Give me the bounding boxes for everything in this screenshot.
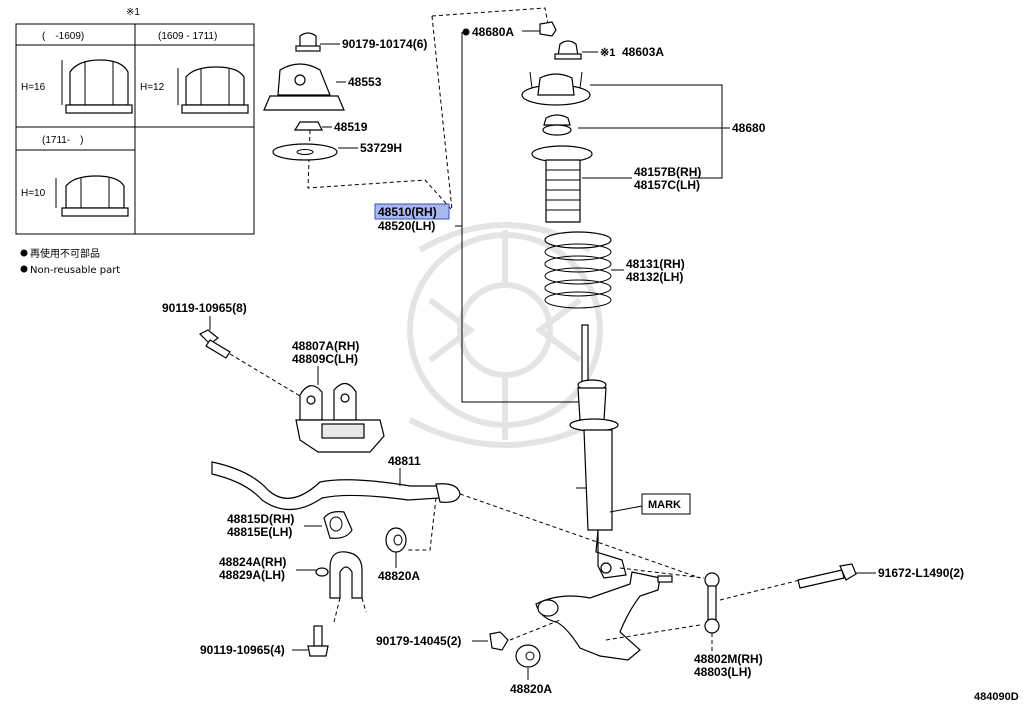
label-48811: 48811: [388, 454, 421, 468]
support-48680-icon: [521, 71, 591, 136]
label-48824a: 48824A(RH): [219, 555, 286, 569]
label-48815d: 48815D(RH): [227, 512, 294, 526]
label-48520: 48520(LH): [378, 219, 435, 233]
label-48510-highlight: [374, 203, 450, 220]
shock-absorber-icon: [569, 324, 627, 579]
label-48157c: 48157C(LH): [634, 178, 700, 192]
nut-height-table: ※1 ( -1609) (1609 - 1711) (1711- ) H=16 …: [15, 7, 255, 235]
nut-48680a-icon: [539, 21, 557, 37]
bracket-48824-icon: [315, 551, 363, 599]
label-90179-14045: 90179-14045(2): [376, 634, 461, 648]
lower-arm-group: 90179-14045(2) 48820A 48802M(RH) 48803(L…: [376, 563, 964, 696]
nut-icon-h16: [61, 59, 133, 114]
label-48132: 48132(LH): [626, 270, 683, 284]
table-h12: H=12: [140, 82, 165, 93]
legend-en: Non-reusable part: [30, 265, 120, 276]
label-48519: 48519: [334, 120, 368, 134]
legend: 再使用不可部品 Non-reusable part: [20, 247, 120, 276]
label-48820a-bottom: 48820A: [510, 682, 552, 696]
label-48553: 48553: [348, 75, 382, 89]
collar-48820a-bottom-icon: [515, 644, 541, 668]
stabilizer-bar-icon: [211, 461, 461, 511]
label-48815e: 48815E(LH): [227, 525, 292, 539]
coil-spring-icon: [544, 231, 612, 309]
label-48802m: 48802M(RH): [694, 652, 763, 666]
legend-jp: 再使用不可部品: [30, 247, 100, 260]
table-h16: H=16: [21, 82, 46, 93]
bolt-90119-10965-bottom-icon: [307, 625, 329, 657]
upper-mount-group: 90179-10174(6) 48553 48519 53729H: [263, 7, 549, 211]
label-48603a-mark: ※1: [600, 47, 615, 59]
label-90179-10174: 90179-10174(6): [342, 37, 427, 51]
bracket-48807-icon: [295, 382, 385, 453]
lower-arm-icon: [535, 571, 673, 661]
collar-48820a-top-icon: [385, 527, 407, 553]
boot-48157-icon: [531, 145, 593, 223]
label-48680: 48680: [732, 121, 766, 135]
label-53729h: 53729H: [360, 141, 402, 155]
clip-48519-icon: [293, 121, 323, 131]
label-48809c: 48809C(LH): [292, 352, 358, 366]
label-48131: 48131(RH): [626, 257, 685, 271]
label-48829a: 48829A(LH): [219, 568, 285, 582]
label-48807a: 48807A(RH): [292, 339, 359, 353]
nut-90179-14045-icon: [489, 631, 509, 651]
watermark-logo: [407, 222, 603, 448]
label-90119-10965-bottom: 90119-10965(4): [200, 643, 285, 657]
nut-48603a-icon: [554, 40, 582, 60]
label-48603a: 48603A: [622, 45, 664, 59]
label-48157b: 48157B(RH): [634, 165, 701, 179]
table-col2: (1609 - 1711): [158, 31, 217, 42]
label-48680a: 48680A: [472, 25, 514, 39]
label-mark: MARK: [648, 499, 681, 511]
table-col1: ( -1609): [42, 31, 84, 42]
label-90119-10965-top: 90119-10965(8): [162, 301, 247, 315]
table-mark: ※1: [126, 7, 140, 18]
stabilizer-group: 90119-10965(8) 48807A(RH) 48809C(LH) 488…: [162, 301, 701, 657]
stabilizer-link-icon: [704, 572, 720, 634]
table-h10: H=10: [21, 188, 46, 199]
strut-assembly: 48680A ※1 48603A 48680: [374, 21, 766, 579]
washer-53729h-icon: [272, 143, 338, 161]
label-48820a-top: 48820A: [378, 569, 420, 583]
label-48803: 48803(LH): [694, 665, 751, 679]
diagram-id: 484090D: [974, 691, 1019, 703]
table-col3: (1711- ): [42, 135, 84, 146]
label-48510[interactable]: 48510(RH): [378, 205, 437, 219]
bolt-91672-icon: [797, 563, 857, 589]
mount-48553-icon: [263, 63, 345, 111]
nut-icon-h12: [177, 66, 249, 114]
nut-icon-h10: [55, 175, 129, 217]
nut-90179-10174-icon: [295, 32, 321, 52]
label-91672: 91672-L1490(2): [878, 566, 964, 580]
bolt-90119-10965-top-icon: [198, 329, 231, 359]
bushing-48815-icon: [323, 511, 353, 539]
